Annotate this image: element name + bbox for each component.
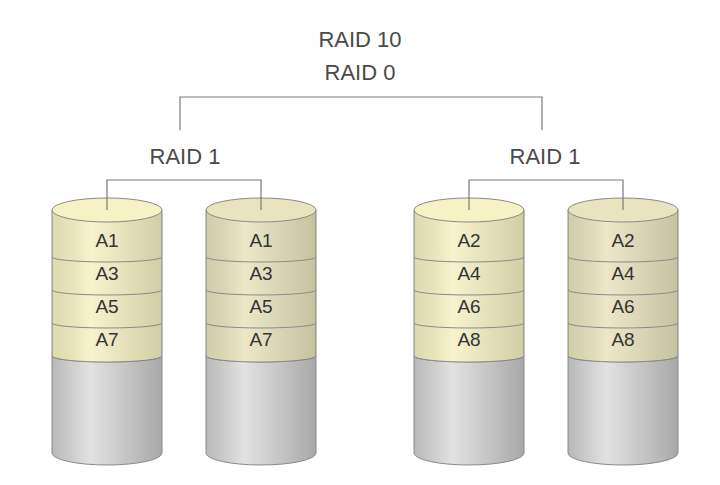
disk-cylinder [568, 198, 678, 465]
block-label: A5 [206, 290, 316, 323]
block-label: A1 [52, 224, 162, 257]
block-label: A6 [414, 290, 524, 323]
block-label: A6 [568, 290, 678, 323]
disk-cylinder [206, 198, 316, 465]
disk-cylinder [414, 198, 524, 465]
raid1-bracket [469, 180, 623, 210]
block-label: A7 [206, 323, 316, 356]
block-label: A2 [414, 224, 524, 257]
disk-cylinder [52, 198, 162, 465]
raid0-bracket [180, 97, 542, 130]
block-label: A8 [568, 323, 678, 356]
block-label: A1 [206, 224, 316, 257]
block-label: A5 [52, 290, 162, 323]
block-label: A4 [568, 257, 678, 290]
block-label: A4 [414, 257, 524, 290]
raid-level-label: RAID 1 [150, 145, 221, 169]
block-label: A8 [414, 323, 524, 356]
raid-level-label: RAID 0 [325, 61, 396, 85]
diagram-title: RAID 10 [318, 28, 401, 52]
raid1-bracket [107, 180, 261, 210]
block-label: A2 [568, 224, 678, 257]
disk-blocks: A1A3A5A7 [52, 224, 162, 356]
disk-blocks: A2A4A6A8 [568, 224, 678, 356]
block-label: A7 [52, 323, 162, 356]
block-label: A3 [52, 257, 162, 290]
disk-blocks: A2A4A6A8 [414, 224, 524, 356]
raid-level-label: RAID 1 [510, 145, 581, 169]
block-label: A3 [206, 257, 316, 290]
disk-blocks: A1A3A5A7 [206, 224, 316, 356]
tree-lines [107, 97, 623, 210]
disk-cylinders [52, 198, 678, 465]
